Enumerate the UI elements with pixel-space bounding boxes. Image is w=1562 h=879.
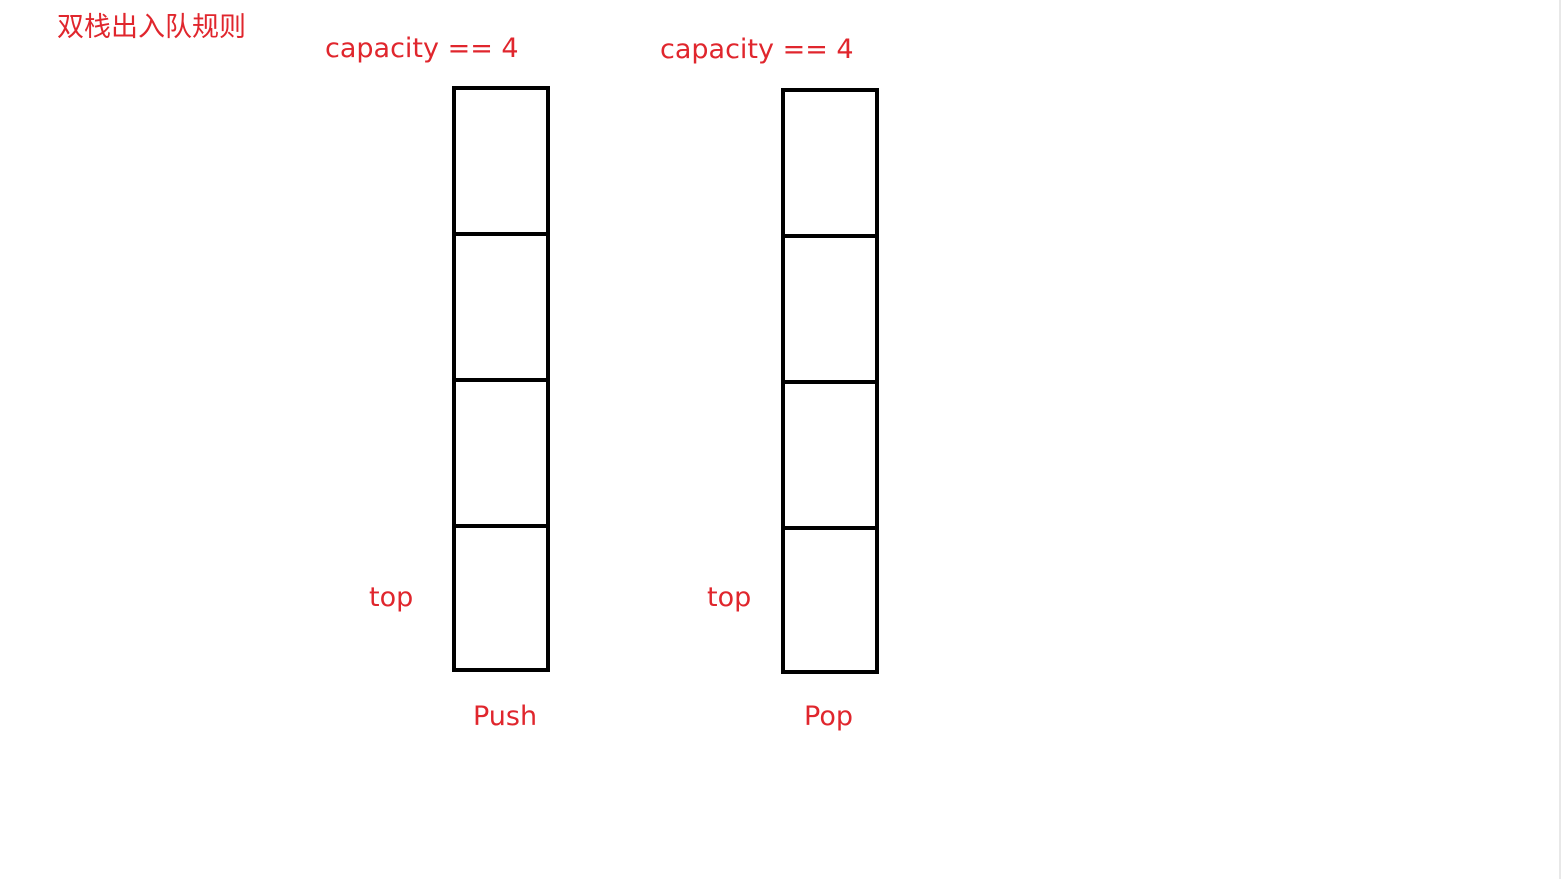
push-stack xyxy=(452,86,550,672)
pop-stack-divider xyxy=(785,234,875,238)
push-capacity-label: capacity == 4 xyxy=(325,33,519,64)
push-top-pointer-label: top xyxy=(369,582,414,613)
pop-stack-divider xyxy=(785,380,875,384)
push-stack-divider xyxy=(456,524,546,528)
push-stack-divider xyxy=(456,378,546,382)
canvas-edge xyxy=(1559,0,1561,879)
pop-stack-name: Pop xyxy=(804,701,853,732)
pop-top-pointer-label: top xyxy=(707,582,752,613)
pop-stack xyxy=(781,88,879,674)
push-stack-name: Push xyxy=(473,701,538,732)
diagram-title: 双栈出入队规则 xyxy=(57,12,246,43)
pop-stack-divider xyxy=(785,526,875,530)
pop-capacity-label: capacity == 4 xyxy=(660,34,854,65)
push-stack-divider xyxy=(456,232,546,236)
